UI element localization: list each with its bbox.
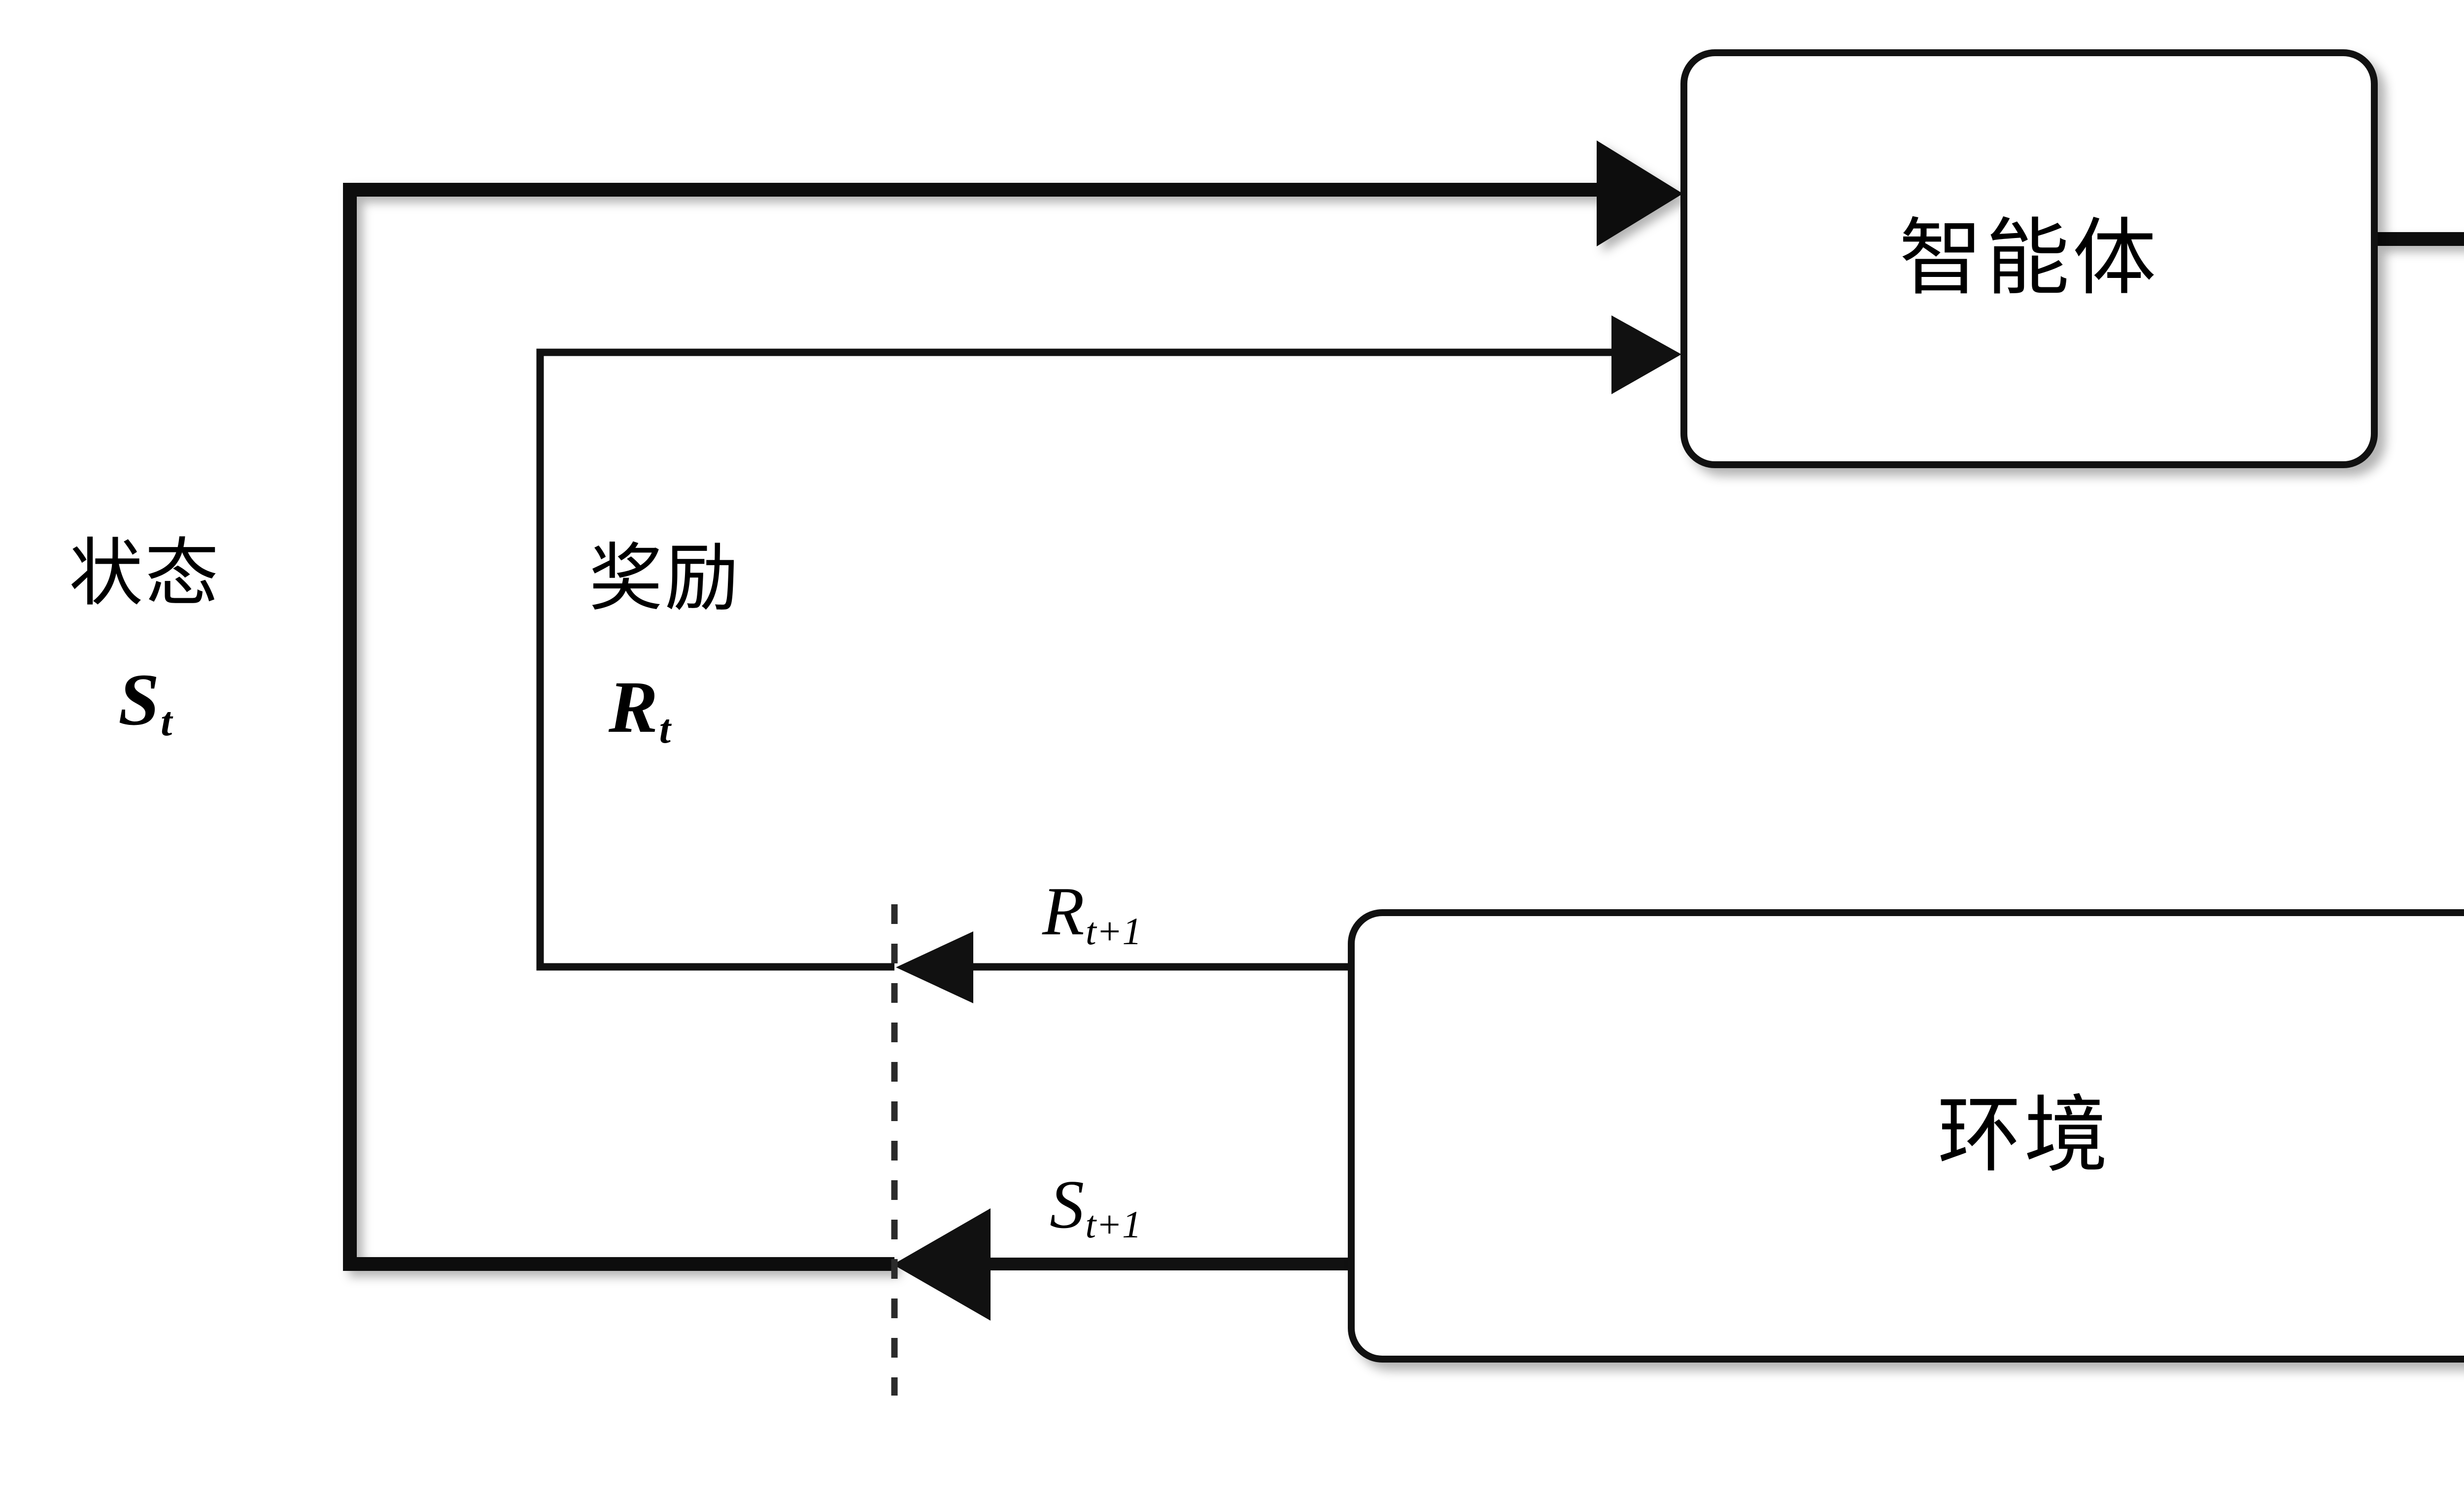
reward-edge-label: 奖励 — [589, 538, 741, 620]
reward-connector — [536, 315, 1681, 971]
reward-next-symbol-base: R — [1042, 873, 1085, 950]
reward-next-symbol-subscript: t+1 — [1085, 910, 1142, 953]
environment-node-label: 环境 — [1937, 1090, 2111, 1182]
state-arrowhead — [1597, 140, 1683, 246]
state-next-symbol-label: St+1 — [1050, 1170, 1141, 1244]
agent-node-label: 智能体 — [1899, 212, 2159, 305]
state-connector — [343, 140, 1683, 1271]
state-symbol-subscript: t — [160, 698, 172, 745]
reward-next-connector — [896, 931, 1348, 1003]
state-edge-label: 状态 — [69, 533, 221, 615]
state-next-symbol-base: S — [1050, 1166, 1084, 1243]
reward-symbol-subscript: t — [659, 706, 671, 752]
state-next-connector — [893, 1208, 1348, 1321]
state-symbol-label: St — [118, 663, 172, 742]
agent-node[interactable]: 智能体 — [1680, 49, 2378, 468]
environment-node[interactable]: 环境 — [1348, 909, 2464, 1363]
reward-next-symbol-label: Rt+1 — [1042, 877, 1142, 951]
state-next-symbol-subscript: t+1 — [1085, 1203, 1142, 1246]
state-next-arrowhead — [893, 1208, 991, 1321]
reward-symbol-base: R — [609, 666, 658, 748]
state-symbol-base: S — [118, 659, 160, 741]
reward-next-arrowhead — [896, 931, 973, 1003]
reward-arrowhead — [1611, 315, 1681, 394]
reward-symbol-label: Rt — [609, 670, 671, 750]
